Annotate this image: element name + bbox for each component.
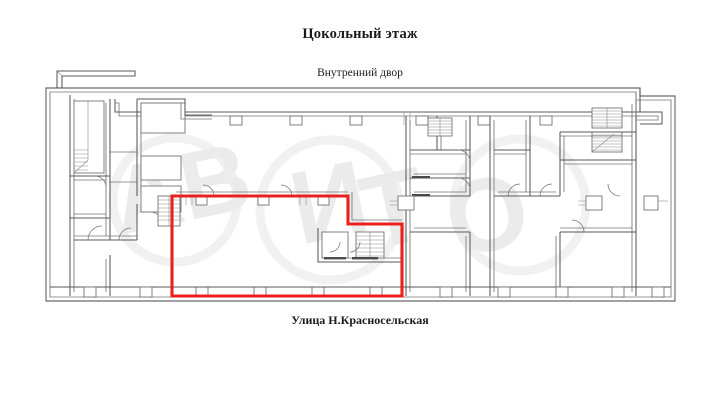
svg-text:О: О xyxy=(436,150,539,280)
page-title: Цокольный этаж xyxy=(302,26,418,42)
right-block xyxy=(489,100,668,296)
entrance-projection xyxy=(56,70,136,88)
bottom-exterior-wall xyxy=(50,286,671,298)
top-exterior-wall xyxy=(114,99,640,126)
service-core-center xyxy=(317,228,402,263)
stair-left-mid xyxy=(157,195,181,227)
highlight-outline[interactable] xyxy=(170,194,404,298)
stair-right-top xyxy=(591,107,623,153)
courtyard-label: Внутренний двор xyxy=(317,67,403,79)
stair-left-top xyxy=(73,100,105,174)
street-label: Улица Н.Красносельская xyxy=(291,313,429,327)
stair-center-top xyxy=(427,117,453,137)
right-center-block xyxy=(390,116,471,296)
top-right-notch xyxy=(635,88,663,125)
